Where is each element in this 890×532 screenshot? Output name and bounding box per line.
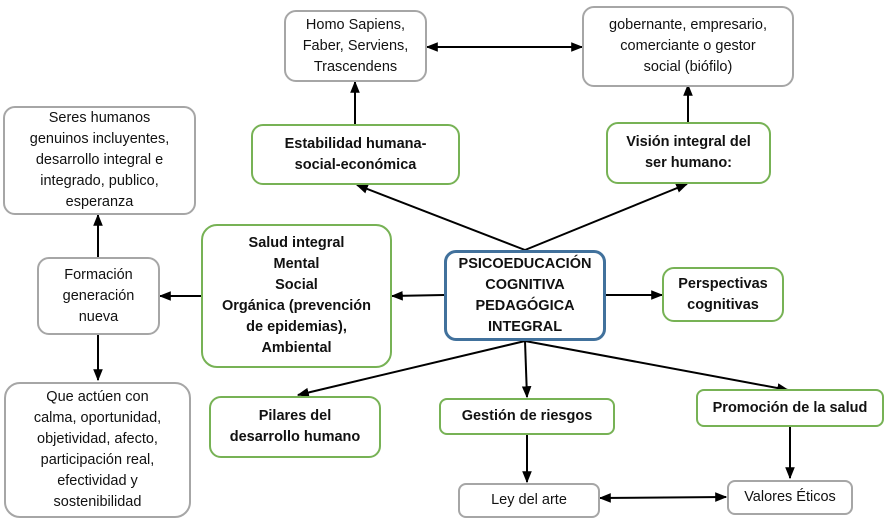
node-ley-del-arte: Ley del arte	[458, 483, 600, 518]
node-estabilidad: Estabilidad humana- social-económica	[251, 124, 460, 185]
node-formacion: Formación generación nueva	[37, 257, 160, 335]
node-gestion-riesgos-text: Gestión de riesgos	[461, 408, 593, 424]
node-gobernante-text: gobernante, empresario, comerciante o ge…	[609, 17, 767, 75]
node-pilares: Pilares del desarrollo humano	[209, 396, 381, 458]
edge-center-estabilidad	[355, 184, 526, 251]
node-promocion-salud: Promoción de la salud	[696, 389, 884, 427]
node-homo-sapiens-text: Homo Sapiens, Faber, Serviens, Trascende…	[302, 16, 409, 75]
edge-center-pilares	[296, 340, 526, 398]
node-vision-integral: Visión integral del ser humano:	[606, 122, 771, 184]
node-salud-integral: Salud integral Mental Social Orgánica (p…	[201, 224, 392, 368]
node-formacion-text: Formación generación nueva	[62, 266, 135, 325]
edge-center-vision	[524, 183, 689, 251]
node-estabilidad-text: Estabilidad humana- social-económica	[284, 135, 427, 173]
node-gestion-riesgos: Gestión de riesgos	[439, 398, 615, 435]
node-que-actuen: Que actúen con calma, oportunidad, objet…	[4, 382, 191, 518]
node-que-actuen-text: Que actúen con calma, oportunidad, objet…	[33, 389, 162, 510]
node-gobernante: gobernante, empresario, comerciante o ge…	[582, 6, 794, 87]
node-homo-sapiens: Homo Sapiens, Faber, Serviens, Trascende…	[284, 10, 427, 82]
node-perspectivas: Perspectivas cognitivas	[662, 267, 784, 322]
node-ley-del-arte-text: Ley del arte	[491, 492, 567, 508]
edge-center-salud	[390, 290, 445, 301]
node-valores-eticos-text: Valores Éticos	[744, 489, 836, 505]
node-pilares-text: Pilares del desarrollo humano	[229, 408, 361, 445]
edge-center-promocion	[524, 340, 790, 393]
node-psicoeducacion-text: PSICOEDUCACIÓN COGNITIVA PEDAGÓGICA INTE…	[458, 255, 592, 335]
node-vision-integral-text: Visión integral del ser humano:	[626, 134, 751, 171]
edge-center-gestion	[521, 340, 532, 399]
node-valores-eticos: Valores Éticos	[727, 480, 853, 515]
edge-ley-valores	[598, 492, 728, 503]
node-seres-humanos: Seres humanos genuinos incluyentes, desa…	[3, 106, 196, 215]
node-psicoeducacion: PSICOEDUCACIÓN COGNITIVA PEDAGÓGICA INTE…	[444, 250, 606, 341]
node-salud-integral-text: Salud integral Mental Social Orgánica (p…	[221, 235, 372, 356]
node-seres-humanos-text: Seres humanos genuinos incluyentes, desa…	[29, 110, 170, 210]
node-promocion-salud-text: Promoción de la salud	[712, 399, 868, 416]
node-perspectivas-text: Perspectivas cognitivas	[678, 275, 768, 313]
